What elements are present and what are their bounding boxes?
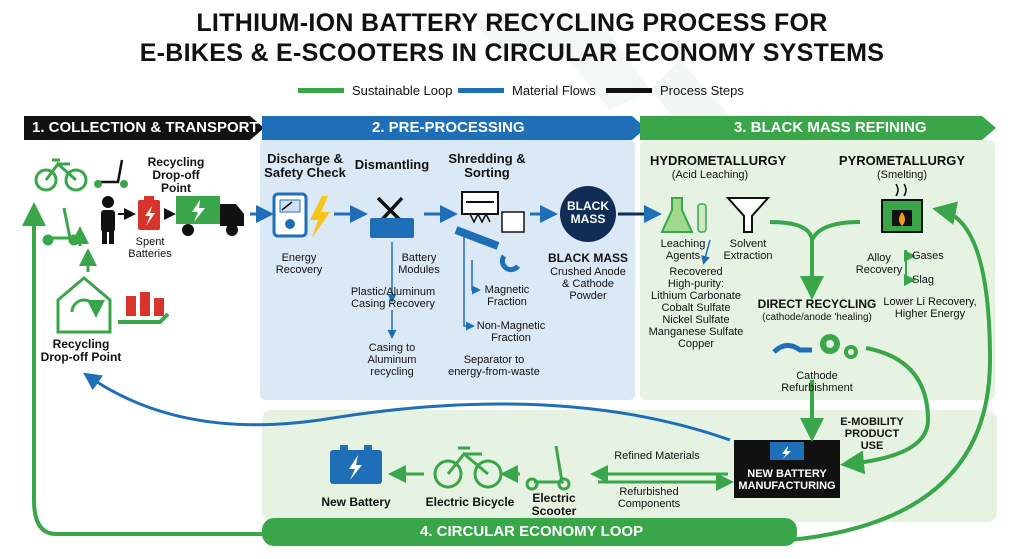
panel-collection	[24, 140, 256, 400]
label-direct-title: DIRECT RECYCLING	[757, 297, 877, 311]
section-title-preprocessing: 2. PRE-PROCESSING	[372, 119, 525, 136]
label-non-magnetic: Non-Magnetic Fraction	[476, 320, 546, 344]
label-black-mass-desc: Crushed Anode & Cathode Powder	[550, 266, 626, 302]
funnel-icon	[725, 197, 771, 233]
label-discharge: Discharge & Safety Check	[264, 151, 346, 180]
sustainable-loop-arrows	[22, 201, 993, 542]
recycle-hand-icon	[772, 343, 812, 354]
label-spent-batteries: Spent Batteries	[128, 236, 172, 260]
bicycle-icon	[34, 158, 88, 192]
page-title-line-2: E-BIKES & E-SCOOTERS IN CIRCULAR ECONOMY…	[139, 39, 885, 67]
section-title-collection: 1. COLLECTION & TRANSPORT	[32, 119, 259, 136]
label-pyro-note: Lower Li Recovery, Higher Energy	[883, 296, 977, 320]
furnace-icon	[881, 183, 923, 233]
label-alloy: Alloy Recovery	[855, 252, 903, 276]
label-refurbished-components: Refurbished Components	[617, 486, 681, 510]
section-bar-1	[24, 116, 264, 140]
label-refined-materials: Refined Materials	[614, 450, 700, 462]
section-title-circular-loop: 4. CIRCULAR ECONOMY LOOP	[420, 523, 644, 540]
label-solvent: Solvent Extraction	[723, 238, 773, 262]
label-electric-scooter: Electric Scooter	[531, 491, 577, 518]
label-dismantling: Dismantling	[354, 157, 430, 172]
label-direct-sub: (cathode/anode 'healing)	[762, 312, 872, 323]
legend-sustainable: Sustainable Loop	[352, 83, 453, 98]
material-flow-arrows	[83, 205, 731, 442]
battery-module-icon	[370, 218, 414, 238]
manufacturing-battery-icon	[770, 442, 804, 460]
multimeter-icon	[272, 192, 308, 238]
label-pyro-title: PYROMETALLURGY	[838, 153, 966, 168]
label-cathode-refurb: Cathode Refurbishment	[781, 370, 853, 394]
label-new-battery: New Battery	[321, 495, 391, 509]
black-mass-circle	[560, 186, 616, 242]
section-title-refining: 3. BLACK MASS REFINING	[734, 119, 927, 136]
person-icon	[101, 196, 115, 244]
shredder-icon	[461, 191, 499, 224]
label-separator: Separator to energy-from-waste	[448, 354, 540, 378]
truck-icon	[176, 196, 244, 236]
gears-icon	[820, 334, 858, 359]
label-recovered-materials: Recovered High-purity: Lithium Carbonate…	[648, 266, 744, 350]
label-hydro-sub: (Acid Leaching)	[671, 169, 749, 181]
label-hydro-title: HYDROMETALLURGY	[650, 153, 787, 168]
black-mass-icon-label: BLACK MASS	[567, 199, 609, 226]
hand-batteries-icon	[118, 292, 170, 324]
label-black-mass-title: BLACK MASS	[548, 251, 628, 265]
label-casing-recycling: Casing to Aluminum recycling	[367, 342, 417, 378]
lightning-icon	[310, 196, 330, 238]
recycling-house-icon	[56, 276, 112, 334]
label-shredding: Shredding & Sorting	[448, 151, 526, 180]
label-new-battery-mfg: NEW BATTERY MANUFACTURING	[738, 468, 836, 492]
conveyor-icon	[454, 226, 500, 250]
label-emobility: E-MOBILITY PRODUCT USE	[840, 416, 904, 452]
legend-material: Material Flows	[512, 83, 596, 98]
spent-battery-icon	[138, 196, 160, 230]
flask-icon	[660, 197, 707, 233]
label-magnetic: Magnetic Fraction	[484, 284, 530, 308]
new-battery-icon	[330, 445, 382, 484]
section-bar-2	[262, 116, 646, 140]
legend-line-black	[606, 88, 652, 93]
legend-process: Process Steps	[660, 83, 744, 98]
section-bar-4	[262, 518, 797, 546]
scooter-icon	[94, 159, 128, 188]
label-leaching: Leaching Agents	[660, 238, 706, 262]
label-plastic-casing: Plastic/Aluminum Casing Recovery	[350, 286, 436, 310]
legend-line-green	[298, 88, 344, 93]
sieve-icon	[501, 211, 525, 233]
magnet-icon	[499, 254, 521, 273]
label-dropoff-top: Recycling Drop-off Point	[147, 155, 205, 195]
label-energy-recovery: Energy Recovery	[275, 252, 323, 276]
electric-scooter-icon	[525, 445, 571, 491]
label-electric-bicycle: Electric Bicycle	[425, 495, 515, 509]
label-dropoff-bottom: Recycling Drop-off Point	[40, 337, 122, 364]
label-gases: Gases	[912, 250, 944, 262]
label-pyro-sub: (Smelting)	[876, 169, 928, 181]
section-bar-3	[640, 116, 996, 140]
page-title-line-1: LITHIUM-ION BATTERY RECYCLING PROCESS FO…	[196, 9, 828, 37]
label-battery-modules: Battery Modules	[398, 252, 440, 276]
legend-line-blue	[458, 88, 504, 93]
label-slag: Slag	[912, 274, 935, 286]
